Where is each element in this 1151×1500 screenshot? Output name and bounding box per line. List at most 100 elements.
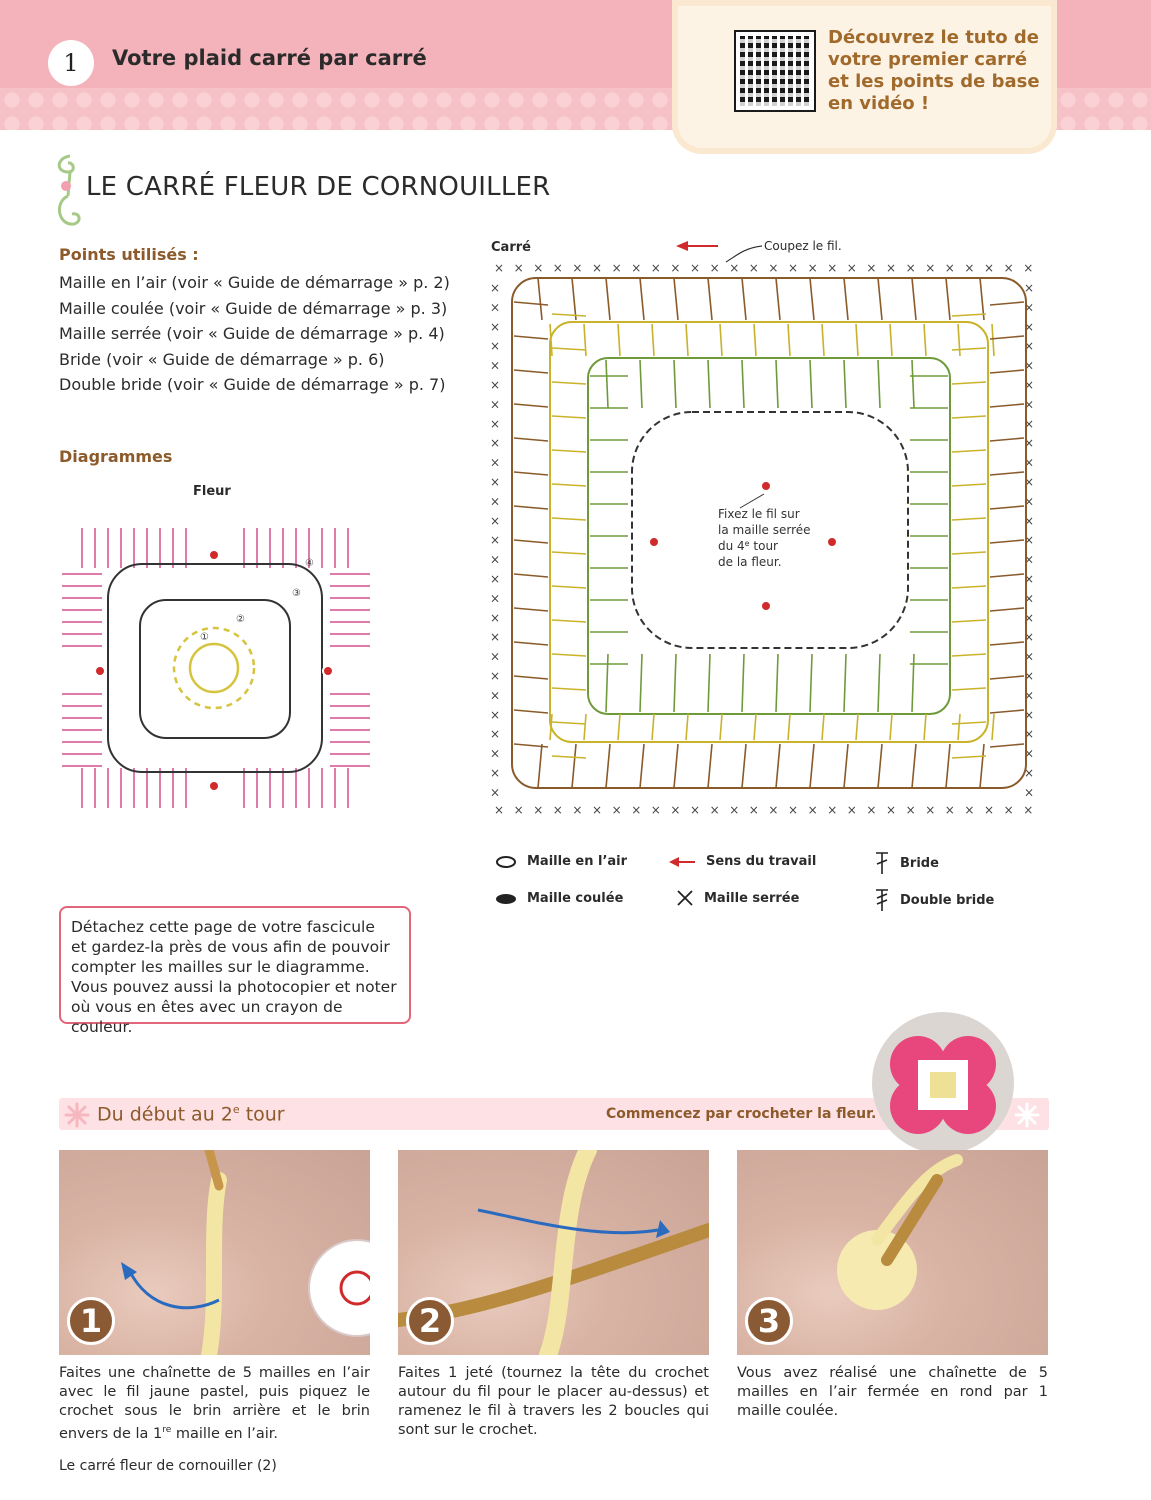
svg-text:×: × bbox=[670, 803, 680, 817]
qr-code-icon[interactable] bbox=[734, 30, 816, 112]
svg-text:①: ① bbox=[200, 632, 209, 643]
step-number-badge: 3 bbox=[745, 1297, 793, 1345]
svg-text:×: × bbox=[572, 803, 582, 817]
svg-text:×: × bbox=[866, 803, 876, 817]
svg-text:×: × bbox=[808, 261, 818, 275]
svg-text:×: × bbox=[964, 803, 974, 817]
svg-text:×: × bbox=[1024, 320, 1034, 334]
svg-text:×: × bbox=[631, 261, 641, 275]
svg-text:×: × bbox=[827, 261, 837, 275]
svg-text:×: × bbox=[847, 261, 857, 275]
attach-note-line-2: la maille serrée bbox=[718, 523, 811, 537]
attach-note-line-3: du 4e tour bbox=[718, 539, 778, 553]
svg-text:×: × bbox=[1024, 630, 1034, 644]
snowflake-icon bbox=[1014, 1102, 1040, 1128]
cut-yarn-label: Coupez le fil. bbox=[764, 239, 842, 253]
svg-text:×: × bbox=[490, 417, 500, 431]
direction-arrow-icon bbox=[669, 856, 695, 867]
svg-text:×: × bbox=[1024, 591, 1034, 605]
list-item: Maille coulée (voir « Guide de démarrage… bbox=[59, 298, 448, 318]
svg-text:×: × bbox=[1024, 417, 1034, 431]
steps-title: Du début au 2e tour bbox=[97, 1103, 285, 1126]
treble-stitch-icon bbox=[876, 852, 888, 874]
svg-text:×: × bbox=[827, 803, 837, 817]
svg-text:×: × bbox=[1024, 688, 1034, 702]
video-promo-box[interactable]: Découvrez le tuto de votre premier carré… bbox=[672, 0, 1057, 154]
svg-text:×: × bbox=[651, 803, 661, 817]
svg-text:×: × bbox=[906, 803, 916, 817]
svg-text:×: × bbox=[984, 261, 994, 275]
svg-text:×: × bbox=[490, 688, 500, 702]
svg-text:×: × bbox=[490, 378, 500, 392]
video-promo-text: Découvrez le tuto de votre premier carré… bbox=[828, 27, 1040, 114]
svg-text:×: × bbox=[690, 261, 700, 275]
svg-text:×: × bbox=[847, 803, 857, 817]
svg-text:×: × bbox=[490, 456, 500, 470]
svg-text:×: × bbox=[494, 261, 504, 275]
attach-note-line-1: Fixez le fil sur bbox=[718, 507, 800, 521]
step-photo-2: 2 bbox=[398, 1150, 709, 1355]
attach-note-line-4: de la fleur. bbox=[718, 555, 782, 569]
svg-text:×: × bbox=[1024, 339, 1034, 353]
svg-text:×: × bbox=[490, 359, 500, 373]
svg-text:×: × bbox=[490, 514, 500, 528]
note-line: Détachez cette page de votre fascicule bbox=[71, 918, 375, 936]
single-crochet-icon bbox=[677, 890, 693, 906]
fleur-diagram-label: Fleur bbox=[193, 484, 231, 499]
svg-text:②: ② bbox=[236, 614, 245, 625]
svg-text:×: × bbox=[490, 591, 500, 605]
carre-diagram-label: Carré bbox=[491, 240, 531, 255]
svg-text:×: × bbox=[494, 803, 504, 817]
svg-text:×: × bbox=[490, 747, 500, 761]
step-caption-2: Faites 1 jeté (tournez la tête du croche… bbox=[398, 1365, 709, 1438]
svg-text:×: × bbox=[749, 261, 759, 275]
svg-text:×: × bbox=[945, 261, 955, 275]
list-item: Maille serrée (voir « Guide de démarrage… bbox=[59, 324, 445, 343]
section-title: LE CARRÉ FLEUR DE CORNOUILLER bbox=[86, 172, 551, 202]
svg-text:×: × bbox=[768, 261, 778, 275]
svg-text:×: × bbox=[1024, 572, 1034, 586]
svg-text:×: × bbox=[1023, 261, 1033, 275]
legend-double-treble: Double bride bbox=[874, 887, 994, 913]
svg-text:×: × bbox=[866, 261, 876, 275]
svg-text:×: × bbox=[514, 803, 524, 817]
svg-text:×: × bbox=[490, 494, 500, 508]
svg-text:×: × bbox=[490, 339, 500, 353]
svg-text:×: × bbox=[1024, 785, 1034, 799]
svg-text:×: × bbox=[490, 630, 500, 644]
svg-text:×: × bbox=[514, 261, 524, 275]
note-line: où vous en êtes avec un crayon de couleu… bbox=[71, 998, 343, 1036]
svg-text:×: × bbox=[490, 475, 500, 489]
steps-subtitle: Commencez par crocheter la fleur. bbox=[606, 1106, 877, 1122]
svg-text:×: × bbox=[592, 803, 602, 817]
svg-text:×: × bbox=[612, 261, 622, 275]
carre-diagram: × × × × × × × × × × × × × × × × × × × × × × × × × × × × × × × × × × × × × × × ×… bbox=[490, 241, 1034, 817]
svg-text:×: × bbox=[490, 553, 500, 567]
svg-text:×: × bbox=[1004, 261, 1014, 275]
svg-text:×: × bbox=[490, 669, 500, 683]
svg-text:×: × bbox=[1024, 514, 1034, 528]
svg-text:×: × bbox=[612, 803, 622, 817]
svg-text:×: × bbox=[490, 397, 500, 411]
svg-text:×: × bbox=[808, 803, 818, 817]
svg-text:×: × bbox=[1024, 359, 1034, 373]
svg-text:×: × bbox=[690, 803, 700, 817]
legend-direction: Sens du travail bbox=[668, 854, 816, 869]
svg-text:×: × bbox=[1023, 803, 1033, 817]
finished-flower-photo bbox=[872, 1012, 1014, 1154]
step-photo-3: 3 bbox=[737, 1150, 1048, 1355]
note-line: et gardez-la près de vous afin de pouvoi… bbox=[71, 938, 390, 956]
svg-text:×: × bbox=[533, 803, 543, 817]
note-line: compter les mailles sur le diagramme. bbox=[71, 958, 370, 976]
svg-text:×: × bbox=[1024, 669, 1034, 683]
svg-text:×: × bbox=[490, 572, 500, 586]
points-list: Maille en l’air (voir « Guide de démarra… bbox=[59, 270, 450, 398]
svg-text:×: × bbox=[553, 803, 563, 817]
svg-text:×: × bbox=[788, 803, 798, 817]
svg-text:×: × bbox=[1024, 650, 1034, 664]
svg-text:×: × bbox=[886, 261, 896, 275]
snowflake-icon bbox=[64, 1102, 90, 1128]
fleur-diagram: ①② ③④ bbox=[62, 528, 370, 808]
step-caption-3: Vous avez réalisé une chaînette de 5 mai… bbox=[737, 1365, 1048, 1419]
svg-text:×: × bbox=[945, 803, 955, 817]
